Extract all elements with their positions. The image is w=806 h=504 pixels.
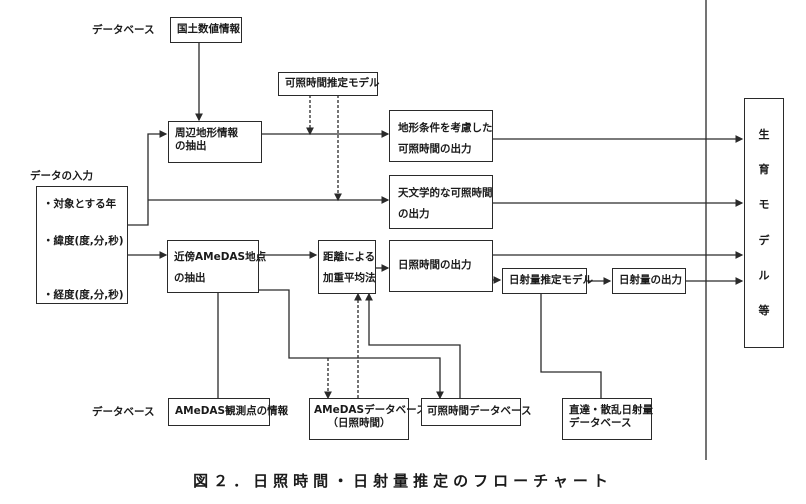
astro-output-box: 天文学的な可照時間 の出力 bbox=[389, 175, 493, 229]
terrain-extract-box: 周辺地形情報 の抽出 bbox=[168, 121, 262, 163]
box-text: 直達・散乱日射量 bbox=[569, 404, 653, 416]
wire-raddb-to-radmodel bbox=[540, 294, 602, 398]
box-text: 等 bbox=[758, 304, 770, 318]
box-text: 可照時間データベース bbox=[427, 405, 532, 417]
amedas-db-box: AMeDASデータベース （日照時間） bbox=[309, 398, 427, 440]
box-text: 近傍AMeDAS地点 bbox=[174, 251, 267, 263]
radiation-model-box: 日射量推定モデル bbox=[502, 268, 593, 294]
input-item-year: ・対象とする年 bbox=[43, 198, 117, 210]
box-text: モ bbox=[758, 198, 770, 212]
box-text: 地形条件を考慮した bbox=[398, 122, 493, 134]
box-text: 可照時間推定モデル bbox=[285, 77, 380, 89]
wire-amedas-to-dbs bbox=[258, 289, 444, 400]
distance-weighting-box: 距離による 加重平均法 bbox=[318, 240, 376, 294]
box-text: 可照時間の出力 bbox=[398, 143, 472, 155]
national-land-box: 国土数値情報 bbox=[170, 17, 242, 43]
box-text: の抽出 bbox=[174, 272, 206, 284]
box-text: 生 bbox=[758, 127, 770, 141]
wire-possibledb-to-distance bbox=[365, 292, 461, 398]
box-text: データベース bbox=[569, 417, 632, 430]
radiation-output-box: 日射量の出力 bbox=[612, 268, 686, 294]
growth-model-box: 生 育 モ デ ル 等 bbox=[744, 98, 784, 348]
wire-input-to-terrain bbox=[128, 130, 168, 226]
box-text: 加重平均法 bbox=[323, 272, 376, 284]
box-text: 距離による bbox=[323, 251, 376, 263]
box-text: AMeDAS観測点の情報 bbox=[175, 405, 289, 417]
box-text: の抽出 bbox=[175, 140, 207, 153]
input-item-longitude: ・経度(度,分,秒) bbox=[43, 289, 124, 301]
radiation-db-box: 直達・散乱日射量 データベース bbox=[562, 398, 653, 440]
possible-sunshine-db-box: 可照時間データベース bbox=[421, 398, 532, 426]
box-text: 日射量の出力 bbox=[619, 274, 682, 286]
box-text: 日照時間の出力 bbox=[398, 259, 472, 271]
input-data-box: ・対象とする年 ・緯度(度,分,秒) ・経度(度,分,秒) bbox=[36, 186, 128, 304]
box-text: 国土数値情報 bbox=[177, 23, 240, 35]
sunshine-output-box: 日照時間の出力 bbox=[389, 240, 493, 292]
box-text: ル bbox=[758, 269, 770, 283]
box-text: デ bbox=[758, 233, 770, 247]
box-text: AMeDASデータベース bbox=[314, 404, 427, 416]
amedas-points-db-box: AMeDAS観測点の情報 bbox=[168, 398, 289, 426]
input-item-latitude: ・緯度(度,分,秒) bbox=[43, 234, 124, 247]
terrain-output-box: 地形条件を考慮した 可照時間の出力 bbox=[389, 110, 493, 162]
amedas-extract-box: 近傍AMeDAS地点 の抽出 bbox=[167, 240, 267, 293]
box-text: の出力 bbox=[398, 208, 430, 220]
box-text: 天文学的な可照時間 bbox=[398, 187, 493, 199]
database-label-bottom: データベース bbox=[92, 406, 155, 418]
box-text: 日射量推定モデル bbox=[509, 274, 593, 286]
possible-sunshine-model-box: 可照時間推定モデル bbox=[278, 72, 380, 96]
data-input-label: データの入力 bbox=[30, 170, 93, 182]
box-text: 周辺地形情報 bbox=[175, 127, 238, 139]
box-text: （日照時間） bbox=[327, 417, 391, 430]
database-label-top: データベース bbox=[92, 24, 155, 36]
figure-caption: 図２．日照時間・日射量推定のフローチャート bbox=[193, 472, 613, 490]
box-text: 育 bbox=[758, 163, 770, 177]
